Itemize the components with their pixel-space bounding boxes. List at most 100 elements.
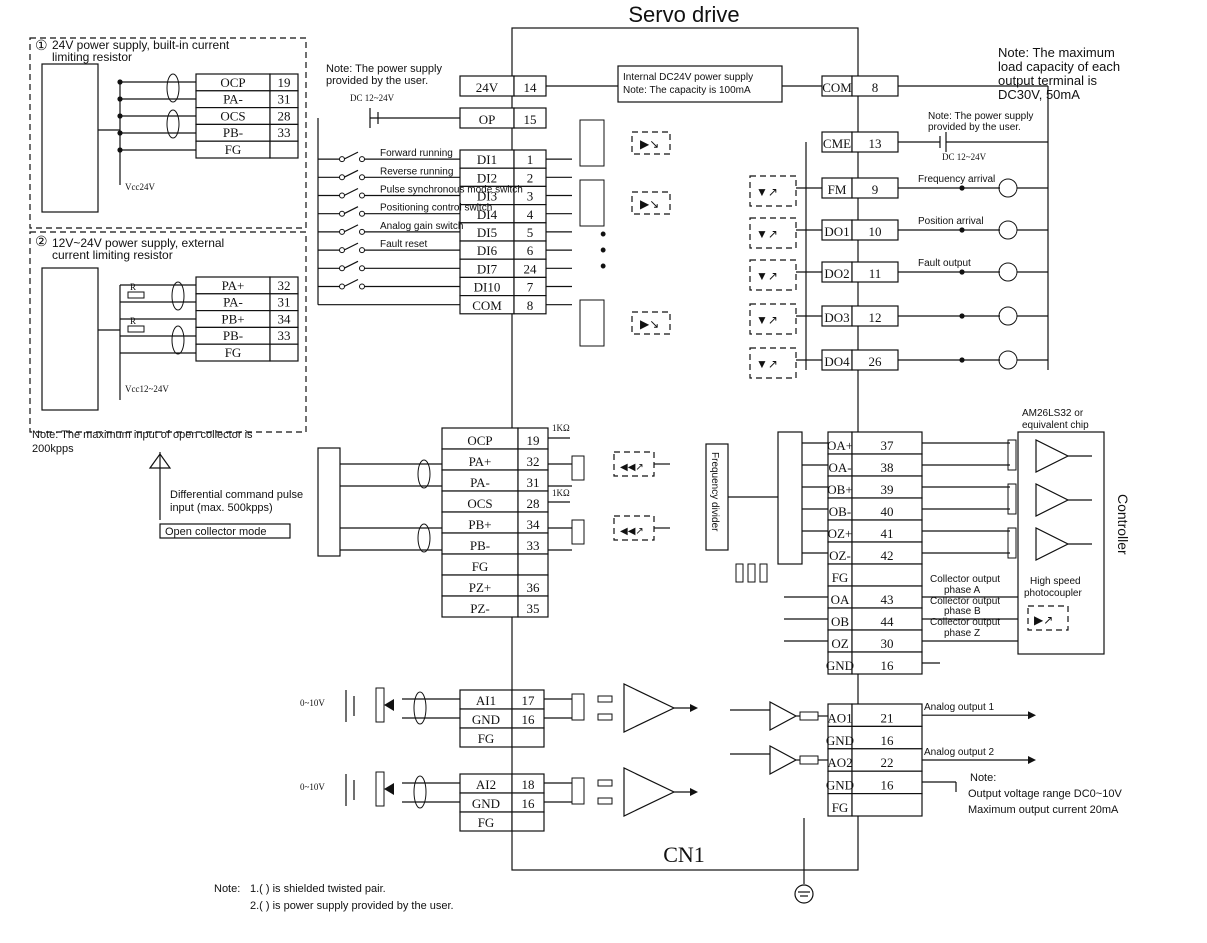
analog-arrowhead <box>690 704 698 712</box>
supply-1-pin-number: 19 <box>278 75 291 90</box>
right-user-note-2: provided by the user. <box>928 122 1021 133</box>
supply-box-1-title-1: 24V power supply, built-in current <box>52 38 230 52</box>
do-label: Frequency arrival <box>918 174 995 185</box>
analog-resistor <box>597 797 613 805</box>
potentiometer-wiper <box>384 699 394 711</box>
do-pin-number: 26 <box>869 354 883 369</box>
do-dot <box>959 185 965 191</box>
analog-in-2-pin-name: FG <box>478 815 495 830</box>
do-load <box>998 262 1018 282</box>
open-collector-mode: Open collector mode <box>165 526 267 538</box>
twisted-pair-ring <box>171 281 185 311</box>
do-pin-name: COM <box>822 80 852 95</box>
do-dot <box>959 357 965 363</box>
twisted-pair-ring <box>413 775 427 809</box>
pulse-pin-name: PZ- <box>470 601 490 616</box>
max-load-3: output terminal is <box>998 73 1097 88</box>
supply-1-pin-name: FG <box>225 142 242 157</box>
analog-amplifier <box>623 767 676 817</box>
di-label: Reverse running <box>380 166 453 177</box>
supply-1-pin-name: PB- <box>223 125 243 140</box>
do-pin-name: CME <box>823 136 851 151</box>
supply-1-pin-number: 28 <box>278 108 291 123</box>
switch-blade <box>343 242 359 251</box>
di-pin-number: 24 <box>524 261 538 276</box>
opto-symbol: ▼↗ <box>756 227 778 241</box>
pullup-resistor <box>735 563 744 583</box>
supply-1-pin-num-cell <box>269 140 299 159</box>
pulse-pin-name: PB- <box>470 538 490 553</box>
pulse-pin-name: FG <box>472 559 489 574</box>
encoder-pin-number: 44 <box>881 614 895 629</box>
analog-in-1-pin-number: 16 <box>522 712 536 727</box>
analog-resistor <box>597 779 613 787</box>
pulse-pin-name: PB+ <box>468 517 491 532</box>
footer-note-1: 1.( ) is shielded twisted pair. <box>250 883 386 895</box>
ellipsis-dot: • <box>600 240 606 260</box>
opto-symbol: ◀◀↗ <box>620 526 644 537</box>
potentiometer <box>375 771 385 807</box>
switch-contact <box>339 174 345 181</box>
supply-box-1-title-2: limiting resistor <box>52 50 132 64</box>
do-pin-name: DO4 <box>824 354 850 369</box>
pulse-resistor <box>571 455 585 481</box>
open-collector-arrowhead <box>148 452 172 469</box>
pulse-pin-name: OCP <box>467 433 492 448</box>
encoder-termination <box>1007 483 1017 515</box>
encoder-termination <box>1007 527 1017 559</box>
user-supply-note-1: Note: The power supply <box>326 63 442 75</box>
pulse-pin-name: OCS <box>467 496 492 511</box>
analog-out-pin-num-cell <box>851 792 923 817</box>
di-pin-name: DI4 <box>477 207 498 222</box>
analog-arrowhead <box>690 788 698 796</box>
di-label: Positioning control switch <box>380 203 492 214</box>
internal-supply-2: Note: The capacity is 100mA <box>623 85 751 96</box>
do-optocoupler <box>749 175 797 207</box>
encoder-pin-number: 39 <box>881 482 894 497</box>
do-pin-name: DO1 <box>824 224 849 239</box>
pulse-pin-number: 33 <box>527 538 540 553</box>
switch-contact <box>339 228 345 235</box>
output-note-2: Output voltage range DC0~10V <box>968 788 1122 800</box>
chip-label-2: equivalent chip <box>1022 420 1089 431</box>
analog-range-2: 0~10V <box>300 782 325 792</box>
encoder-pin-number: 37 <box>881 438 895 453</box>
twisted-pair-ring <box>413 691 427 725</box>
collector-a-1: Collector output <box>930 574 1000 585</box>
di-pin-number: 5 <box>527 225 534 240</box>
di-pin-number: 2 <box>527 170 534 185</box>
encoder-pin-number: 40 <box>881 504 894 519</box>
di-pin-number: 1 <box>527 152 534 167</box>
supply-2-pin-number: 32 <box>278 278 291 293</box>
di-pin-name: DI6 <box>477 243 498 258</box>
collector-b-2: phase B <box>944 606 981 617</box>
encoder-pin-number: 43 <box>881 592 894 607</box>
resistor-1k: 1KΩ <box>552 423 570 433</box>
di-pin-number: 3 <box>527 189 534 204</box>
frequency-divider: Frequency divider <box>709 452 720 532</box>
supply-1-pin-number: 33 <box>278 125 291 140</box>
right-user-note-1: Note: The power supply <box>928 111 1033 122</box>
ground-symbol-circle <box>794 884 814 904</box>
resistor-label: R <box>130 282 136 292</box>
analog-out-label: Analog output 1 <box>924 702 994 713</box>
supply-box-2-vcc: Vcc12~24V <box>125 384 169 394</box>
supply-2-pin-number: 33 <box>278 328 291 343</box>
chip-label-1: AM26LS32 or <box>1022 408 1084 419</box>
differential-label-2: input (max. 500kpps) <box>170 502 273 514</box>
pullup-resistor <box>759 563 768 583</box>
do-label: Position arrival <box>918 216 984 227</box>
supply-box-2-device <box>41 267 99 411</box>
do-load <box>998 220 1018 240</box>
analog-in-1-pin-name: GND <box>472 712 500 727</box>
do-load <box>998 350 1018 370</box>
analog-in-1-pin-name: FG <box>478 731 495 746</box>
collector-z-1: Collector output <box>930 617 1000 628</box>
analog-amplifier <box>623 683 676 733</box>
opto-symbol: ▼↗ <box>756 185 778 199</box>
encoder-pin-name: OZ+ <box>828 526 853 541</box>
switch-blade <box>343 224 359 233</box>
encoder-pin-name: OZ- <box>829 548 851 563</box>
